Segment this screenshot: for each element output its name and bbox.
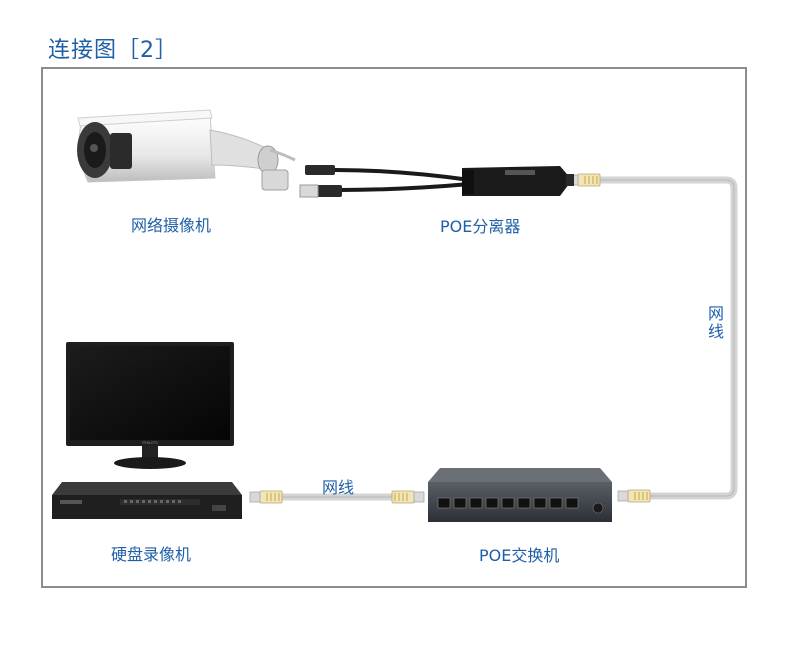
splitter-pigtail-cables <box>299 165 471 198</box>
rj45-plug-switch-left <box>391 490 425 504</box>
rj45-plug-switch-right <box>617 489 651 503</box>
rj45-plug-nvr <box>249 490 283 504</box>
nvr-label: 硬盘录像机 <box>111 545 192 564</box>
cable-splitter-to-switch <box>596 176 738 500</box>
cable-label-right: 网线 <box>705 305 724 341</box>
diagram-title: 连接图［2］ <box>48 38 178 63</box>
ip-camera-icon <box>77 109 296 191</box>
camera-label: 网络摄像机 <box>131 216 212 235</box>
poe-switch-icon <box>428 468 612 522</box>
monitor-brand: PHILIPS <box>142 440 158 445</box>
poe-switch-label: POE交换机 <box>479 546 560 565</box>
nvr-icon <box>52 482 242 519</box>
poe-splitter-icon <box>462 166 574 196</box>
diagram-frame <box>41 67 747 588</box>
poe-splitter-label: POE分离器 <box>440 217 521 236</box>
monitor-icon: PHILIPS <box>66 342 234 469</box>
cable-label-bottom: 网线 <box>322 478 355 497</box>
